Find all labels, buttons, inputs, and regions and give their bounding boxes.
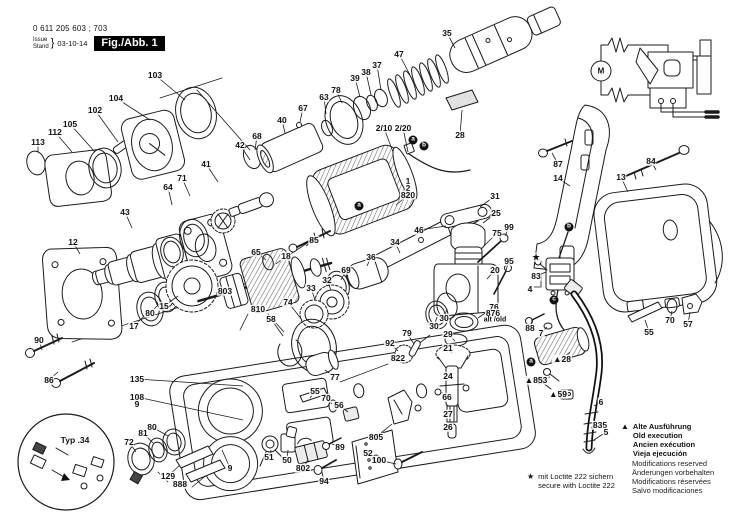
end-cap-12 bbox=[42, 246, 123, 340]
bracket-805 bbox=[387, 389, 422, 425]
guard-ring-series bbox=[26, 86, 217, 207]
document-number: 0 611 205 603 ; 703 bbox=[33, 24, 108, 33]
screw-87 bbox=[538, 138, 573, 158]
switch-83 bbox=[534, 257, 575, 296]
clamp-57 bbox=[681, 293, 703, 315]
figure-badge: Fig./Abb. 1 bbox=[94, 36, 165, 51]
typ34-inset bbox=[17, 413, 115, 511]
screw-89 bbox=[322, 437, 342, 450]
hub-41 bbox=[210, 208, 236, 234]
field-pack bbox=[533, 326, 590, 366]
small-screws-853 bbox=[536, 368, 560, 390]
spring-47 bbox=[387, 54, 449, 108]
motor-symbol-label: M bbox=[597, 66, 605, 76]
shaft-42 bbox=[228, 192, 274, 217]
screw-86 bbox=[51, 358, 95, 388]
star-icon: ★ bbox=[527, 472, 535, 481]
strip-55r bbox=[627, 301, 663, 323]
issue-date: 03-10-14 bbox=[57, 39, 88, 48]
loctite-note: ★ mit Loctite 222 sichern secure with Lo… bbox=[527, 472, 615, 491]
old-execution-note: ▲ Alte Ausführung Old execution Ancien e… bbox=[621, 422, 696, 459]
circlip-58 bbox=[277, 339, 303, 367]
issue-stand-label: Issue Stand bbox=[33, 36, 49, 50]
striker-36 bbox=[345, 256, 389, 290]
brush-holder-50 bbox=[280, 426, 298, 453]
power-cord bbox=[564, 279, 604, 454]
pin-79 bbox=[408, 340, 421, 357]
shell-13 bbox=[593, 183, 723, 313]
screw-88 bbox=[525, 313, 545, 325]
stator bbox=[306, 144, 418, 237]
barrel-35 bbox=[449, 6, 561, 73]
wiring-schematic bbox=[590, 37, 720, 119]
handle-14 bbox=[533, 104, 610, 271]
clamp-59 bbox=[559, 389, 574, 400]
issue-row: Issue Stand } 03-10-14 Fig./Abb. 1 bbox=[33, 36, 165, 51]
brush-85 bbox=[288, 228, 331, 253]
triangle-icon: ▲ bbox=[621, 422, 629, 431]
bearing-stack bbox=[127, 428, 186, 485]
piston-25-75 bbox=[450, 222, 486, 268]
crank-case-20 bbox=[433, 263, 499, 317]
screw-84 bbox=[625, 145, 690, 180]
hammer-tube-assembly bbox=[242, 6, 561, 174]
brush-802 bbox=[294, 437, 328, 465]
washer-7 bbox=[543, 322, 553, 330]
title-block: 0 611 205 603 ; 703 Issue Stand } 03-10-… bbox=[33, 24, 165, 51]
brace-glyph: } bbox=[50, 37, 55, 49]
gear-15 bbox=[165, 259, 219, 313]
bearing-76 bbox=[449, 312, 479, 332]
modifications-note: Modifications reserved Änderungen vorbeh… bbox=[632, 459, 715, 496]
screw-94 bbox=[313, 459, 337, 475]
